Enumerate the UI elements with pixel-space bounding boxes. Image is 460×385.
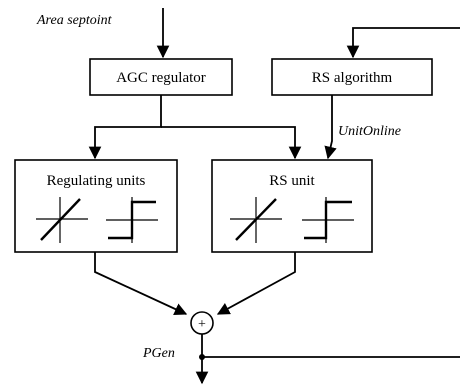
sum-symbol: + (198, 317, 206, 332)
unit-online-label: UnitOnline (338, 124, 401, 139)
agc-regulator-label: AGC regulator (116, 70, 206, 86)
rs-algorithm-label: RS algorithm (312, 70, 393, 86)
regulating-units-to-sum (94, 252, 188, 315)
agc-to-regulating-units (88, 95, 162, 160)
area-setpoint-label: Area septoint (36, 13, 113, 28)
regulating-units-label: Regulating units (47, 173, 146, 189)
rs-unit-to-sum (216, 252, 296, 315)
linear-characteristic-icon (230, 197, 282, 243)
step-characteristic-icon (302, 197, 354, 243)
rs-unit-label: RS unit (269, 173, 315, 189)
pgen-label: PGen (142, 346, 175, 361)
step-characteristic-icon (106, 197, 158, 243)
linear-characteristic-icon (36, 197, 88, 243)
agc-to-rs-unit (161, 126, 302, 160)
feedback-to-rs-algorithm (346, 27, 460, 59)
regulating-units-block (14, 159, 178, 253)
rs-algorithm-block (271, 58, 433, 96)
unit-online-arrow (324, 95, 337, 160)
